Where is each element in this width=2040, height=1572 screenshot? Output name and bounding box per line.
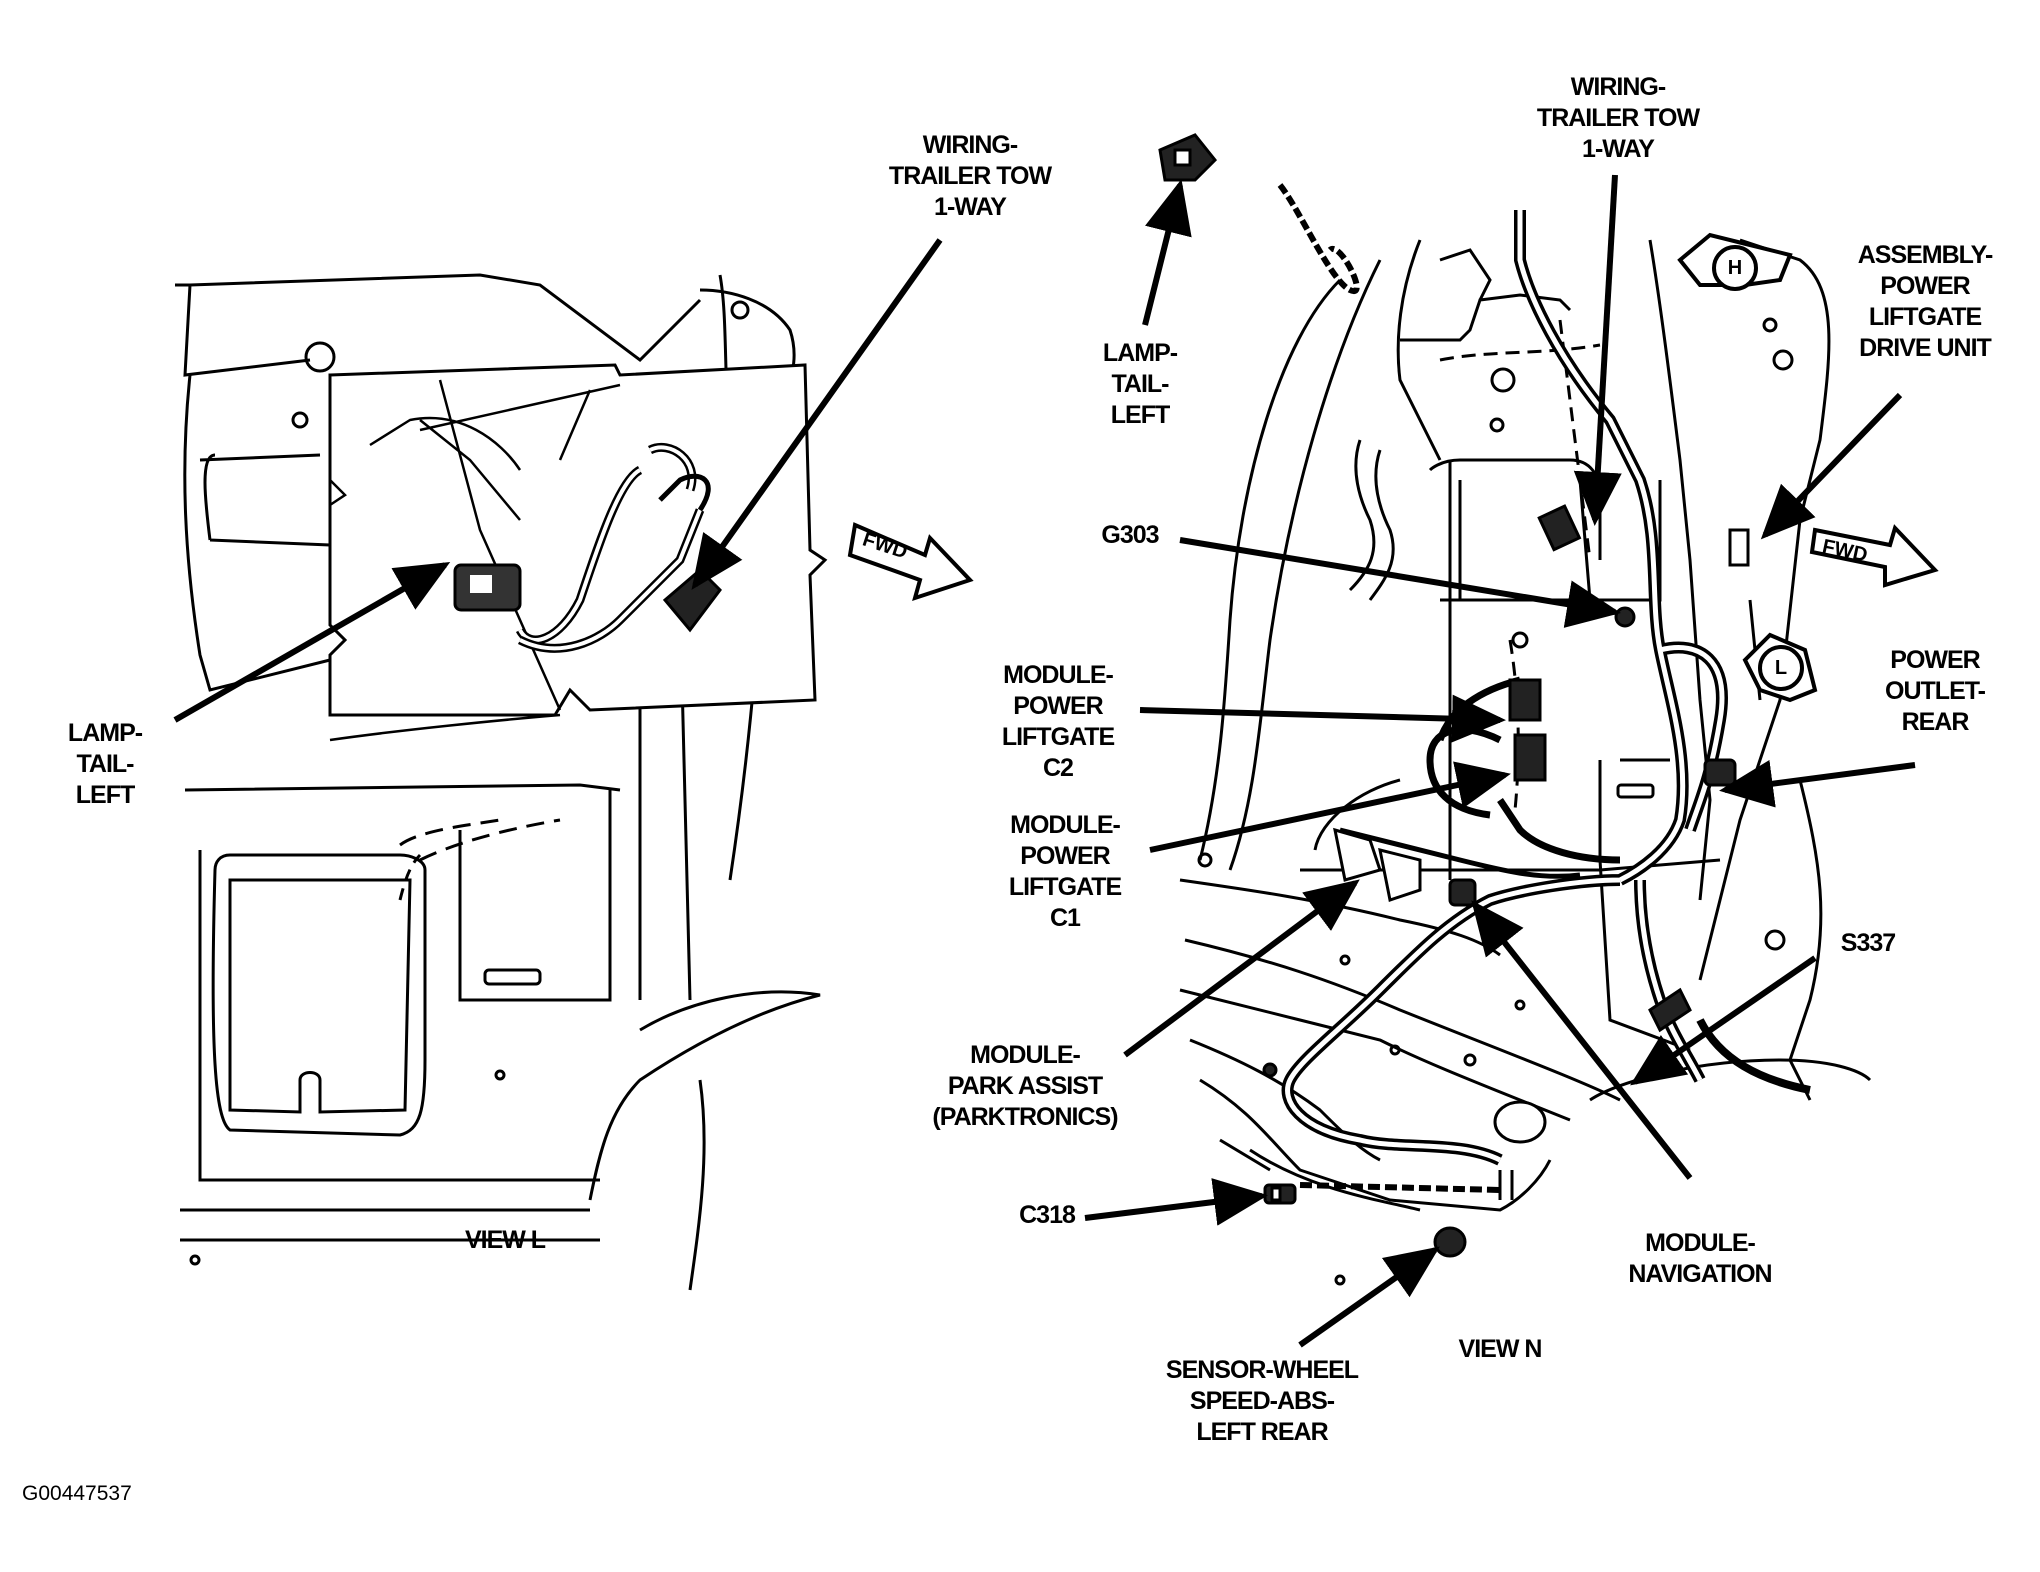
callout-s337: S337 xyxy=(1840,928,1896,959)
callout-line: WIRING- xyxy=(1570,73,1666,101)
callout-line: ASSEMBLY- xyxy=(1857,241,1994,269)
view-n-caption: VIEW N xyxy=(1458,1335,1543,1363)
callout-module-power-liftgate-c1: MODULE- POWER LIFTGATE C1 xyxy=(1008,810,1122,934)
callout-line: PARK ASSIST xyxy=(947,1072,1103,1100)
callout-line: NAVIGATION xyxy=(1628,1260,1772,1288)
callout-c318: C318 xyxy=(1019,1200,1076,1231)
callout-line: LAMP- xyxy=(67,719,143,747)
view-n-fwd-arrow xyxy=(1809,524,1939,588)
callout-line: MODULE- xyxy=(1003,661,1114,689)
callout-line: MODULE- xyxy=(1645,1229,1756,1257)
callout-view-l-lamp-tail-left: LAMP- TAIL- LEFT xyxy=(67,718,143,811)
callout-line: DRIVE UNIT xyxy=(1859,334,1992,362)
callout-line: POWER xyxy=(1880,272,1970,300)
arrow-module-park-assist xyxy=(1123,879,1360,1058)
arrow-module-power-liftgate-c2 xyxy=(1139,694,1506,743)
view-l-caption: VIEW L xyxy=(464,1226,546,1254)
callout-line: C1 xyxy=(1050,904,1081,932)
callout-line: REAR xyxy=(1901,708,1970,736)
callout-line: (PARKTRONICS) xyxy=(932,1103,1118,1131)
arrow-module-navigation xyxy=(1471,900,1693,1180)
callout-line: LEFT xyxy=(75,781,136,809)
callout-line: 1-WAY xyxy=(934,193,1007,221)
callout-line: C2 xyxy=(1043,754,1074,782)
arrow-assembly-power-liftgate xyxy=(1760,392,1903,540)
callout-line: TAIL- xyxy=(1111,370,1169,398)
callout-view-n-lamp-tail-left: LAMP- TAIL- LEFT xyxy=(1102,338,1178,431)
callout-line: SENSOR-WHEEL xyxy=(1165,1356,1359,1384)
view-l-body-panel xyxy=(175,273,821,1291)
reference-marker-h: H xyxy=(1712,245,1758,291)
view-n-wiring-harness xyxy=(1277,183,1811,1200)
callout-line: TAIL- xyxy=(76,750,134,778)
callout-line: LIFTGATE xyxy=(1008,873,1122,901)
arrow-module-power-liftgate-c1 xyxy=(1149,761,1511,853)
callout-line: OUTLET- xyxy=(1885,677,1986,705)
callout-sensor-wheel-speed-abs: SENSOR-WHEEL SPEED-ABS- LEFT REAR xyxy=(1165,1355,1359,1448)
figure-id: G00447537 xyxy=(22,1482,132,1505)
callout-line: G303 xyxy=(1101,521,1159,549)
callout-module-power-liftgate-c2: MODULE- POWER LIFTGATE C2 xyxy=(1001,660,1115,784)
callout-line: POWER xyxy=(1890,646,1980,674)
callout-g303: G303 xyxy=(1101,520,1159,551)
view-l-inset-box xyxy=(328,363,828,742)
view-l-fwd-arrow xyxy=(847,522,974,602)
arrow-c318 xyxy=(1084,1178,1268,1226)
callout-power-outlet-rear: POWER OUTLET- REAR xyxy=(1885,645,1986,738)
arrow-view-l-lamp-tail-left xyxy=(173,562,451,723)
callout-view-n-wiring-trailer-tow: WIRING- TRAILER TOW 1-WAY xyxy=(1536,72,1700,165)
callout-line: LIFTGATE xyxy=(1868,303,1982,331)
callout-assembly-power-liftgate-drive-unit: ASSEMBLY- POWER LIFTGATE DRIVE UNIT xyxy=(1857,240,1994,364)
view-n-marker-shells xyxy=(1677,232,1818,703)
arrow-g303 xyxy=(1179,537,1621,628)
arrow-s337 xyxy=(1630,955,1817,1086)
leader-arrows xyxy=(173,174,1916,1348)
callout-line: WIRING- xyxy=(922,131,1018,159)
callout-line: LAMP- xyxy=(1102,339,1178,367)
callout-module-navigation: MODULE- NAVIGATION xyxy=(1628,1228,1772,1290)
arrow-view-l-wiring-trailer-tow xyxy=(691,238,943,590)
callout-line: POWER xyxy=(1020,842,1110,870)
callout-line: LEFT REAR xyxy=(1196,1418,1328,1446)
callout-line: MODULE- xyxy=(970,1041,1081,1069)
callout-view-l-wiring-trailer-tow: WIRING- TRAILER TOW 1-WAY xyxy=(888,130,1052,223)
callout-line: LIFTGATE xyxy=(1001,723,1115,751)
callout-line: TRAILER TOW xyxy=(1536,104,1700,132)
arrow-sensor-wheel-speed xyxy=(1298,1246,1440,1348)
callout-line: MODULE- xyxy=(1010,811,1121,839)
callout-line: LEFT xyxy=(1110,401,1171,429)
arrow-power-outlet-rear xyxy=(1719,759,1916,808)
callout-line: 1-WAY xyxy=(1582,135,1655,163)
callout-line: POWER xyxy=(1013,692,1103,720)
arrow-view-n-lamp-tail-left xyxy=(1142,179,1192,326)
callout-line: TRAILER TOW xyxy=(888,162,1052,190)
callout-module-park-assist: MODULE- PARK ASSIST (PARKTRONICS) xyxy=(932,1040,1118,1133)
arrow-view-n-wiring-trailer-tow xyxy=(1573,174,1622,526)
callout-line: S337 xyxy=(1840,929,1896,957)
callout-line: C318 xyxy=(1019,1201,1076,1229)
reference-marker-l: L xyxy=(1758,645,1804,691)
callout-line: SPEED-ABS- xyxy=(1189,1387,1335,1415)
